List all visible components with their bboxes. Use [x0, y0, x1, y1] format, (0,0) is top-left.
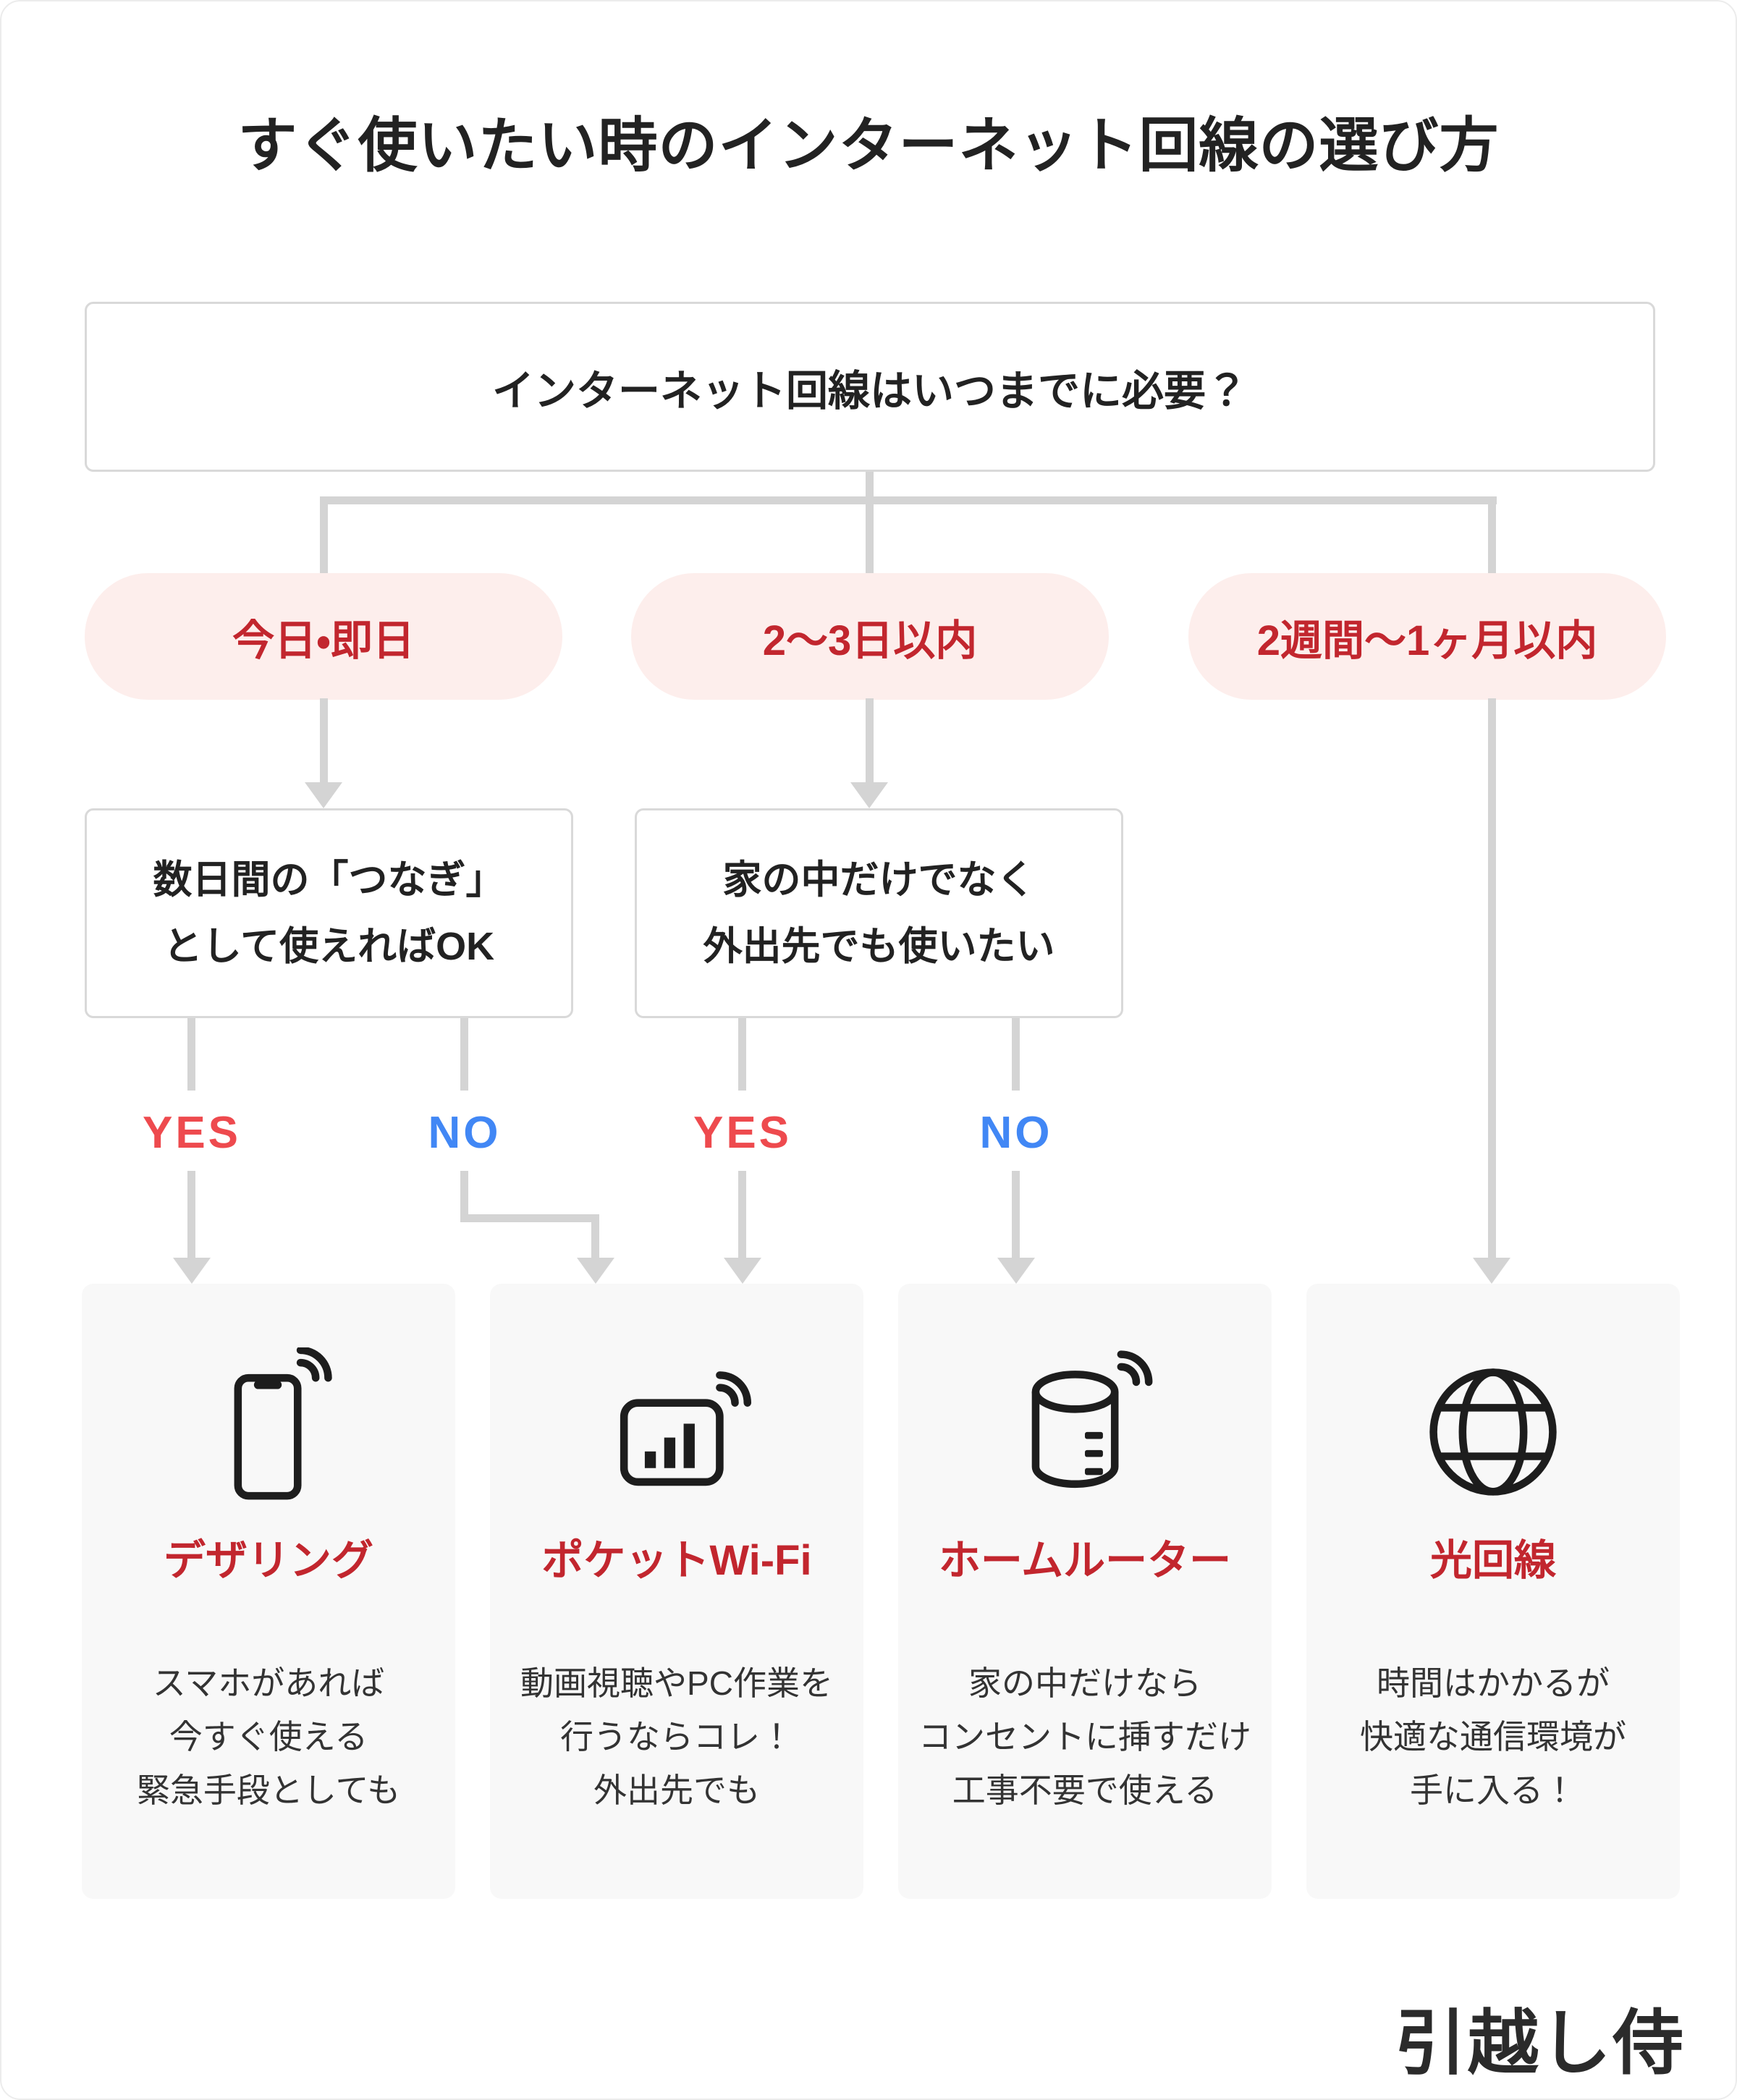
decision-box-outside-use: 家の中だけでなく 外出先でも使いたい [635, 808, 1123, 1018]
pocket-wifi-icon [620, 1371, 752, 1486]
branch-yes1-down [187, 1171, 195, 1258]
desc-line: スマホがあれば [152, 1664, 385, 1702]
desc-line: 外出先でも [593, 1771, 760, 1809]
globe-icon [1429, 1368, 1557, 1496]
smartphone-tethering-icon [234, 1347, 332, 1500]
arrowhead-no1-to-card-2 [577, 1258, 614, 1284]
decision-box-bridge-use: 数日間の「つなぎ」 として使えればOK [85, 808, 573, 1018]
desc-line: 行うならコレ！ [560, 1718, 793, 1756]
branch-yes2-down [738, 1171, 746, 1258]
desc-line: 快適な通信環境が [1360, 1718, 1626, 1756]
connector-pill3-long [1488, 698, 1496, 1258]
arrowhead-to-decision-1 [305, 782, 342, 808]
connector-distribution-bar [320, 496, 1497, 504]
result-card-home-router: ホームルーター 家の中だけなら コンセントに挿すだけ 工事不要で使える [898, 1284, 1272, 1899]
label-yes-1: YES [142, 1108, 242, 1158]
branch-no1-elbow [460, 1214, 599, 1222]
result-description: スマホがあれば 今すぐ使える 緊急手段としても [82, 1656, 455, 1817]
label-yes-2: YES [693, 1108, 793, 1158]
connector-pill1-down [320, 698, 328, 784]
connector-pill2-down [866, 698, 874, 784]
result-card-tethering: デザリング スマホがあれば 今すぐ使える 緊急手段としても [82, 1284, 455, 1899]
arrowhead-yes2-to-card-2 [724, 1258, 761, 1284]
decision-2-line-2: 外出先でも使いたい [703, 925, 1055, 968]
option-2weeks-1month: 2週間〜1ヶ月以内 [1188, 573, 1666, 700]
option-today-label: 今日・即日 [232, 617, 415, 664]
desc-line: 動画視聴やPC作業を [520, 1664, 833, 1702]
result-title: ポケットWi-Fi [541, 1537, 812, 1584]
desc-line: 今すぐ使える [169, 1718, 368, 1756]
page-title: すぐ使いたい時のインターネット回線の選び方 [237, 113, 1500, 179]
desc-line: 時間はかかるが [1377, 1664, 1610, 1702]
branch-no1-down2 [591, 1214, 599, 1258]
arrowhead-to-card-4 [1473, 1258, 1510, 1284]
result-title: ホームルーター [938, 1537, 1232, 1584]
connector-to-pill-1 [320, 501, 328, 577]
stem-decision1-yes [187, 1018, 195, 1091]
option-today: 今日・即日 [85, 573, 562, 700]
label-no-2: NO [979, 1108, 1053, 1158]
branch-no2-down [1012, 1171, 1020, 1258]
arrowhead-to-card-3 [997, 1258, 1035, 1284]
arrowhead-to-decision-2 [850, 782, 888, 808]
option-2-3-days: 2〜3日以内 [631, 573, 1109, 700]
option-2weeks-1month-label: 2週間〜1ヶ月以内 [1256, 617, 1598, 664]
result-description: 時間はかかるが 快適な通信環境が 手に入る！ [1306, 1656, 1680, 1817]
result-card-fiber: 光回線 時間はかかるが 快適な通信環境が 手に入る！ [1306, 1284, 1680, 1899]
decision-1-line-1: 数日間の「つなぎ」 [153, 858, 505, 902]
connector-to-pill-3 [1488, 501, 1496, 577]
desc-line: 家の中だけなら [968, 1664, 1201, 1702]
decision-2-line-1: 家の中だけでなく [722, 858, 1036, 902]
result-card-pocket-wifi: ポケットWi-Fi 動画視聴やPC作業を 行うならコレ！ 外出先でも [490, 1284, 863, 1899]
result-description: 動画視聴やPC作業を 行うならコレ！ 外出先でも [490, 1656, 863, 1817]
branch-no1-down [460, 1171, 468, 1222]
stem-decision2-no [1012, 1018, 1020, 1091]
result-description: 家の中だけなら コンセントに挿すだけ 工事不要で使える [898, 1656, 1272, 1817]
desc-line: 手に入る！ [1410, 1771, 1576, 1809]
desc-line: 工事不要で使える [952, 1771, 1218, 1809]
connector-to-pill-2 [866, 501, 874, 577]
desc-line: コンセントに挿すだけ [918, 1718, 1251, 1756]
arrowhead-to-card-1 [173, 1258, 211, 1284]
stem-decision1-no [460, 1018, 468, 1091]
label-no-1: NO [428, 1108, 502, 1158]
question-text: インターネット回線はいつまでに必要？ [491, 367, 1248, 415]
hikkoshi-zamurai-logo: 引越し侍 [1395, 2003, 1685, 2083]
decision-1-line-2: として使えればOK [163, 925, 495, 968]
stem-decision2-yes [738, 1018, 746, 1091]
option-2-3-days-label: 2〜3日以内 [762, 617, 978, 664]
home-router-icon [1031, 1350, 1153, 1489]
desc-line: 緊急手段としても [136, 1771, 401, 1809]
result-title: 光回線 [1429, 1537, 1556, 1584]
question-box: インターネット回線はいつまでに必要？ [85, 302, 1655, 472]
connector-root-stem [866, 472, 874, 501]
result-title: デザリング [163, 1537, 373, 1584]
